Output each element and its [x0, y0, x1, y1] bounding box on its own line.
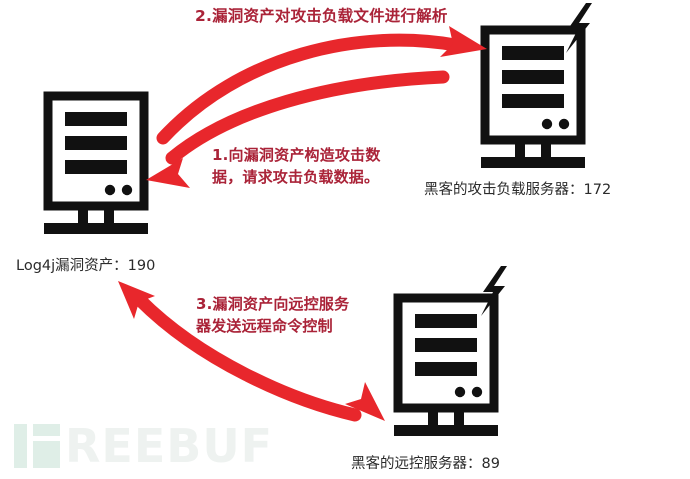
step-3-line-1: 3.漏洞资产向远控服务	[196, 295, 350, 313]
freebuf-logo-bar-top	[33, 424, 60, 436]
caption-c2-server: 黑客的远控服务器：89	[351, 456, 500, 472]
step-2-annotation: 2.漏洞资产对攻击负载文件进行解析	[195, 6, 448, 27]
step-1-annotation: 1.向漏洞资产构造攻击数据，请求攻击负载数据。	[212, 145, 381, 189]
arrow-step2-asset-to-payload	[156, 26, 487, 145]
step-3-annotation: 3.漏洞资产向远控服务器发送远程命令控制	[196, 294, 349, 338]
caption-payload-server: 黑客的攻击负载服务器：172	[424, 182, 612, 198]
step-3-line-2: 器发送远程命令控制	[196, 316, 333, 335]
freebuf-logo-bar-vertical	[14, 424, 27, 468]
arrow-step1-payload-to-asset	[146, 70, 450, 188]
step-2-line-1: 2.漏洞资产对攻击负载文件进行解析	[195, 7, 448, 25]
freebuf-logo-bar-bottom	[33, 441, 60, 468]
arrow-step3-asset-to-c2	[118, 281, 385, 422]
freebuf-watermark-text: REEBUF	[65, 419, 274, 473]
step-1-line-2: 据，请求攻击负载数据。	[212, 167, 380, 186]
freebuf-logo-icon	[14, 424, 60, 468]
caption-log4j-asset: Log4j漏洞资产：190	[16, 258, 156, 274]
step-1-line-1: 1.向漏洞资产构造攻击数	[212, 146, 381, 164]
freebuf-watermark: REEBUF	[14, 419, 274, 473]
